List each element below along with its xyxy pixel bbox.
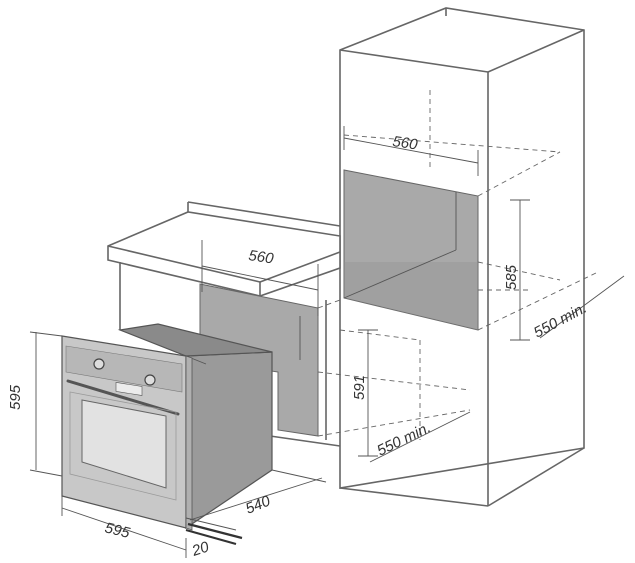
oven-height-dimension: 595 [7, 331, 63, 477]
tall-cabinet-outline [339, 7, 585, 489]
counter-width-line [201, 265, 319, 291]
counter-width-dimension: 560 [201, 240, 319, 316]
tall-cabinet-bottom-side-edge [487, 447, 585, 507]
counter-width-label: 560 [247, 247, 275, 267]
tall-cabinet [339, 7, 585, 507]
tall-depth-line [539, 275, 625, 339]
oven-depth-line [189, 477, 323, 521]
counter-guide-2 [317, 371, 471, 391]
oven-width-line [61, 507, 187, 551]
tall-cavity-floor-edge [343, 249, 457, 299]
counter-height-label: 591 [351, 375, 368, 400]
counter-height-dimension: 591 [351, 329, 378, 457]
counter-cabinet [107, 201, 341, 447]
oven-depth-label: 540 [243, 492, 273, 517]
front-thickness-dimension: 20 [185, 522, 243, 560]
tall-width-label: 560 [391, 133, 419, 153]
tall-cabinet-top-side-edge [487, 29, 585, 73]
countertop-front-top-edge [107, 245, 261, 283]
oven-right-knob-icon [144, 374, 156, 386]
oven-height-tick-bottom [29, 469, 63, 477]
counter-guide-1 [317, 299, 341, 309]
countertop-back-lip-edge [187, 201, 341, 227]
tall-width-line [343, 137, 479, 164]
oven [61, 323, 273, 531]
oven-display [115, 382, 143, 396]
oven-depth-tick-back [271, 469, 327, 483]
oven-height-tick-top [29, 331, 63, 337]
tall-guide-top-2 [477, 151, 561, 197]
tall-guide-bottom-2 [477, 271, 599, 331]
tall-width-dimension: 560 [343, 126, 479, 176]
oven-door-handle [66, 379, 180, 416]
oven-height-label: 595 [7, 384, 24, 410]
tall-guide-bottom-1 [477, 261, 561, 281]
counter-depth-dimension: 550 min. [369, 411, 471, 463]
oven-width-label: 595 [103, 519, 132, 542]
tall-cavity-shadow [344, 262, 478, 330]
oven-body-top [117, 323, 273, 357]
thickness-tick-1 [187, 522, 243, 540]
tall-guide-top-1 [343, 134, 561, 153]
tall-depth-dimension: 550 min. [531, 275, 625, 342]
oven-front-edge [185, 355, 193, 531]
counter-guide-3 [317, 409, 471, 437]
counter-depth-line [369, 411, 471, 463]
tall-cabinet-top-front-edge [339, 49, 489, 73]
oven-left-knob-icon [93, 358, 105, 370]
oven-width-dimension: 595 [61, 496, 187, 558]
oven-door-frame [69, 391, 177, 501]
thickness-label: 20 [189, 538, 212, 560]
oven-depth-tick-front [185, 517, 237, 531]
countertop-side-top-edge [259, 251, 341, 283]
counter-floor-edge [269, 435, 341, 447]
tall-height-label: 585 [503, 264, 520, 290]
tall-cabinet-bottom-edge [339, 487, 489, 507]
thickness-tick-2 [185, 528, 237, 546]
tall-cavity [343, 169, 479, 331]
oven-door-window [81, 399, 167, 489]
counter-guide-4 [339, 329, 421, 341]
tall-height-dimension: 585 [503, 199, 530, 341]
tall-depth-label: 550 min. [531, 300, 590, 342]
